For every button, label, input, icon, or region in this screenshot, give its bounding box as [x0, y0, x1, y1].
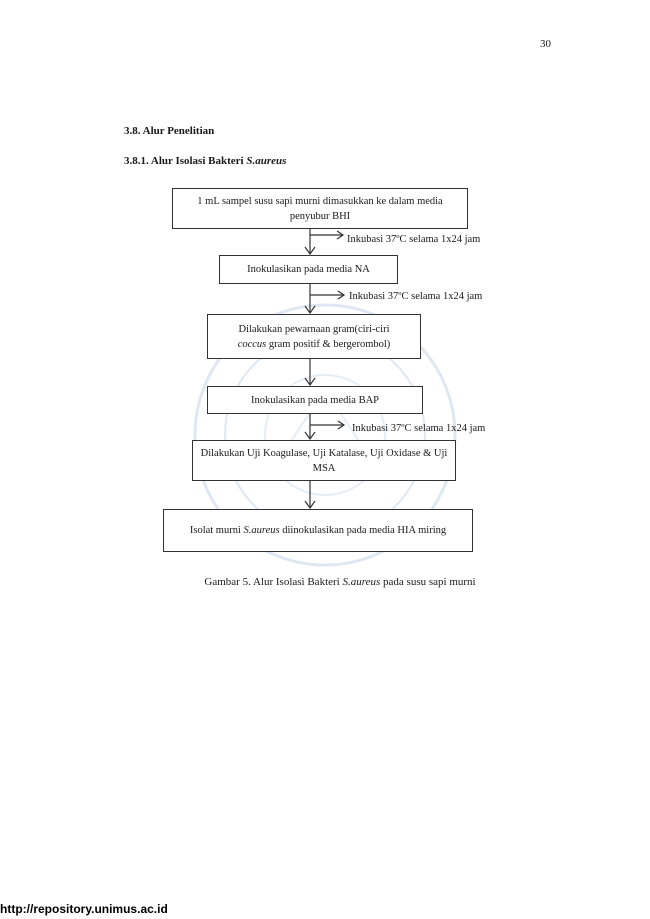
flow-step-4-box: Inokulasikan pada media BAP: [207, 386, 423, 414]
caption-rest: pada susu sapi murni: [380, 576, 476, 588]
page-number: 30: [540, 38, 551, 50]
flow-step-3-box: Dilakukan pewarnaan gram(ciri-ciri coccus…: [207, 314, 421, 359]
flow-step-4-text: Inokulasikan pada media BAP: [250, 394, 379, 406]
flow-step-3-rest: gram positif & bergerombol): [266, 338, 391, 350]
subsection-italic: S.aureus: [246, 155, 287, 167]
caption-prefix: Gambar 5. Alur Isolasi Bakteri: [204, 576, 343, 588]
flow-step-5-text: Dilakukan Uji Koagulase, Uji Katalase, U…: [200, 447, 448, 474]
flow-step-6-prefix: Isolat murni: [189, 525, 244, 536]
flow-note-3: Inkubasi 37ºC selama 1x24 jam: [352, 423, 486, 434]
footer-url-link[interactable]: http://repository.unimus.ac.id: [0, 902, 168, 916]
flow-step-6-box: Isolat murni S.aureus diinokulasikan pad…: [163, 509, 473, 552]
flow-step-6-italic: S.aureus: [243, 525, 280, 536]
flow-step-2-box: Inokulasikan pada media NA: [219, 255, 398, 284]
subsection-prefix: 3.8.1. Alur Isolasi Bakteri: [124, 155, 247, 167]
caption-italic: S.aureus: [342, 576, 381, 588]
flow-step-6-rest: diinokulasikan pada media HIA miring: [279, 525, 447, 536]
flow-step-3-text: Dilakukan pewarnaan gram(ciri-ciri coccus…: [238, 322, 391, 352]
flow-step-3-line1: Dilakukan pewarnaan gram(ciri-ciri: [238, 323, 390, 335]
flow-step-1-box: 1 mL sampel susu sapi murni dimasukkan k…: [172, 188, 468, 229]
section-heading: 3.8. Alur Penelitian: [124, 125, 215, 137]
subsection-heading: 3.8.1. Alur Isolasi Bakteri S.aureus: [124, 155, 286, 167]
flow-note-2: Inkubasi 37ºC selama 1x24 jam: [349, 291, 483, 302]
flow-step-5-box: Dilakukan Uji Koagulase, Uji Katalase, U…: [192, 440, 456, 481]
flow-step-6-text: Isolat murni S.aureus diinokulasikan pad…: [190, 523, 446, 538]
flow-step-3-italic: coccus: [237, 338, 267, 350]
flow-note-1: Inkubasi 37ºC selama 1x24 jam: [347, 234, 481, 245]
flow-step-1-text: 1 mL sampel susu sapi murni dimasukkan k…: [197, 195, 443, 222]
figure-caption: Gambar 5. Alur Isolasi Bakteri S.aureus …: [0, 576, 650, 588]
flow-step-2-text: Inokulasikan pada media NA: [247, 264, 370, 275]
